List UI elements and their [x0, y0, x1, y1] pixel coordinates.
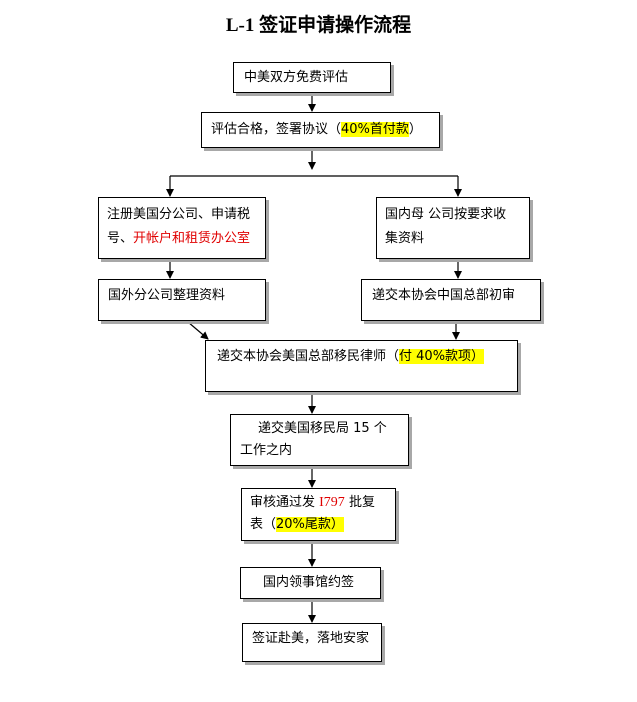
- step-approval-line1: 审核通过发: [250, 495, 320, 510]
- step-sign-agreement: 评估合格，签署协议（40%首付款）: [201, 112, 440, 148]
- step-register-line2: 号、: [107, 231, 134, 246]
- step-collect-materials: 国内母 公司按要求收 集资料: [376, 197, 530, 259]
- arrow-organize-to-lawyer: [187, 321, 209, 340]
- step-sign-agreement-close: ）: [408, 122, 422, 137]
- step-free-evaluation-text: 中美双方免费评估: [244, 70, 349, 85]
- step-organize-materials: 国外分公司整理资料: [98, 279, 266, 321]
- final-payment-highlight: 20%尾款）: [276, 517, 344, 532]
- step-collect-line1: 国内母 公司按要求收: [385, 207, 507, 222]
- step-uscis-line1: 递交美国移民局 15 个: [258, 421, 387, 436]
- i797-form-label: I797: [319, 495, 345, 510]
- step-us-lawyer-text: 递交本协会美国总部移民律师（: [217, 349, 400, 364]
- step-approval-line2: 表（: [250, 517, 277, 532]
- step-consulate-text: 国内领事馆约签: [263, 575, 355, 590]
- step-china-review-text: 递交本协会中国总部初审: [372, 288, 516, 303]
- step-visa-text: 签证赴美，落地安家: [252, 631, 370, 646]
- step-approval: 审核通过发 I797 批复 表（20%尾款）: [241, 488, 396, 541]
- step-visa-arrival: 签证赴美，落地安家: [242, 623, 382, 662]
- down-payment-highlight: 40%首付款: [341, 122, 409, 137]
- step-register-red-text: 开帐户和租赁办公室: [133, 231, 251, 246]
- step-register-us-branch: 注册美国分公司、申请税 号、开帐户和租赁办公室: [98, 197, 266, 259]
- step-sign-agreement-text: 评估合格，签署协议（: [211, 122, 342, 137]
- step-uscis-line2: 工作之内: [240, 443, 293, 458]
- step-collect-line2: 集资料: [385, 231, 425, 246]
- lawyer-payment-highlight: 付 40%款项）: [399, 349, 485, 364]
- step-register-line1: 注册美国分公司、申请税: [107, 207, 251, 222]
- diagram-title: L-1 签证申请操作流程: [225, 15, 412, 36]
- step-consulate-appointment: 国内领事馆约签: [240, 567, 381, 599]
- step-submit-uscis: 递交美国移民局 15 个 工作之内: [230, 414, 409, 466]
- step-approval-line1-end: 批复: [344, 495, 375, 510]
- step-free-evaluation: 中美双方免费评估: [233, 62, 391, 93]
- step-china-hq-review: 递交本协会中国总部初审: [361, 279, 541, 321]
- step-organize-text: 国外分公司整理资料: [108, 288, 226, 303]
- step-us-hq-lawyer: 递交本协会美国总部移民律师（付 40%款项）: [205, 340, 518, 392]
